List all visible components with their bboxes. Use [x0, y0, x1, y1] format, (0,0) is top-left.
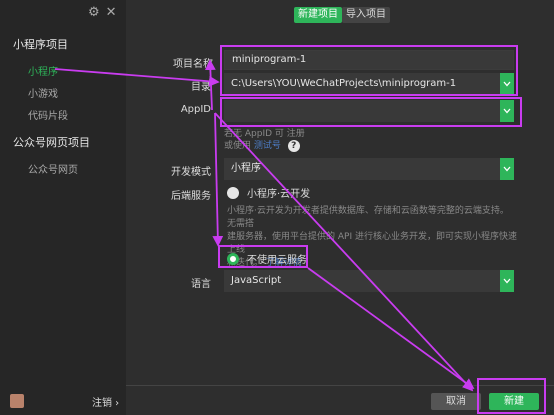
dev-mode-select[interactable]: 小程序: [224, 158, 514, 180]
footer-divider: [126, 385, 554, 386]
sidebar-item-miniprogram[interactable]: 小程序: [28, 67, 58, 78]
no-cloud-label: 不使用云服务: [247, 255, 307, 266]
cloud-desc-line-1: 小程序·云开发为开发者提供数据库、存储和云函数等完整的云端支持。无需搭: [227, 206, 509, 229]
dev-mode-label: 开发模式: [171, 167, 211, 178]
directory-value: C:\Users\YOU\WeChatProjects\miniprogram-…: [231, 78, 457, 89]
chevron-down-icon[interactable]: [500, 270, 514, 292]
chevron-down-icon[interactable]: [500, 100, 514, 122]
radio-checked[interactable]: [227, 252, 239, 265]
tab-import-project[interactable]: 导入项目: [342, 7, 390, 23]
sidebar: ⚙ ✕ 小程序项目 小程序 小游戏 代码片段 公众号网页项目 公众号网页 注销 …: [0, 0, 126, 415]
sidebar-item-minigame[interactable]: 小游戏: [28, 89, 58, 100]
sidebar-section-miniprogram: 小程序项目: [13, 38, 68, 51]
project-tabs: 新建项目 导入项目: [294, 7, 390, 23]
project-name-label: 项目名称: [173, 59, 213, 70]
cancel-button[interactable]: 取消: [431, 393, 481, 410]
language-label: 语言: [191, 279, 211, 290]
project-name-input[interactable]: miniprogram-1: [224, 50, 514, 70]
sidebar-item-webpage[interactable]: 公众号网页: [28, 165, 78, 176]
cloud-dev-label: 小程序·云开发: [247, 189, 311, 200]
sidebar-footer: 注销 ›: [0, 390, 126, 415]
test-account-link[interactable]: 测试号: [253, 141, 281, 151]
chevron-down-icon[interactable]: [500, 158, 514, 180]
chevron-down-icon[interactable]: [500, 73, 514, 95]
avatar[interactable]: [10, 394, 24, 408]
tab-new-project[interactable]: 新建项目: [294, 7, 342, 23]
create-button[interactable]: 新建: [489, 393, 539, 410]
logout-label: 注销: [92, 398, 112, 409]
window-controls: ⚙ ✕: [88, 5, 117, 20]
radio-unchecked[interactable]: [227, 186, 239, 199]
logout-button[interactable]: 注销 ›: [92, 398, 120, 409]
sidebar-item-snippets[interactable]: 代码片段: [28, 111, 68, 122]
language-value: JavaScript: [231, 275, 282, 286]
language-select[interactable]: JavaScript: [224, 270, 514, 292]
appid-label: AppID: [180, 104, 211, 115]
help-icon[interactable]: ?: [287, 139, 300, 152]
directory-select[interactable]: C:\Users\YOU\WeChatProjects\miniprogram-…: [224, 73, 514, 95]
directory-label: 目录: [191, 82, 211, 93]
backend-label: 后端服务: [171, 191, 211, 202]
sidebar-section-webpage: 公众号网页项目: [13, 136, 90, 149]
cloud-dev-option[interactable]: 小程序·云开发: [227, 185, 310, 200]
appid-select[interactable]: [224, 100, 514, 122]
dev-mode-value: 小程序: [231, 163, 261, 174]
appid-test-prefix: 或使用: [224, 141, 252, 151]
gear-icon[interactable]: ⚙: [88, 5, 100, 20]
appid-test-note: 或使用 测试号 ?: [224, 138, 300, 152]
no-cloud-option[interactable]: 不使用云服务: [227, 251, 307, 266]
close-icon[interactable]: ✕: [105, 5, 117, 20]
